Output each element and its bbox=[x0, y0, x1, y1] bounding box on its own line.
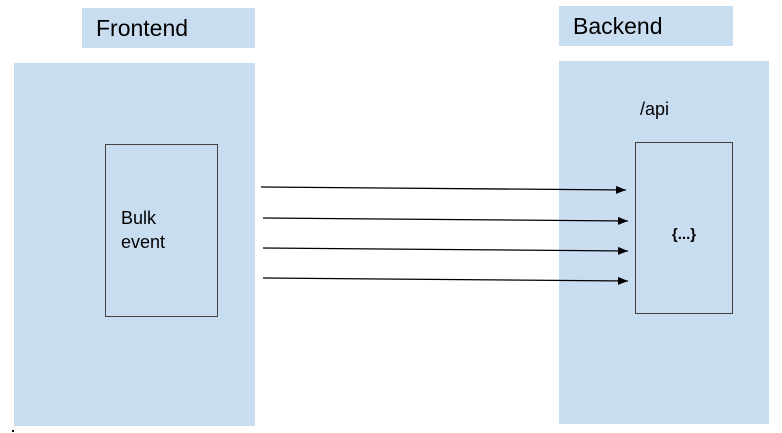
bulk-event-label: Bulk event bbox=[121, 206, 165, 254]
stray-dot bbox=[12, 430, 14, 432]
request-arrow-2 bbox=[262, 216, 629, 225]
api-path-label: /api bbox=[640, 99, 670, 119]
bulk-event-line2: event bbox=[121, 232, 166, 252]
api-handler-box bbox=[635, 142, 733, 314]
request-arrow-3 bbox=[262, 246, 629, 255]
api-handler-text: {...} bbox=[671, 226, 697, 243]
frontend-title: Frontend bbox=[82, 8, 255, 48]
frontend-title-text: Frontend bbox=[96, 14, 189, 41]
bulk-event-box bbox=[105, 144, 218, 317]
backend-panel bbox=[559, 61, 769, 424]
request-arrow-4 bbox=[262, 276, 629, 285]
backend-title: Backend bbox=[559, 6, 733, 46]
frontend-panel bbox=[14, 63, 255, 426]
request-arrow-1 bbox=[260, 185, 627, 194]
bulk-event-line1: Bulk bbox=[121, 208, 157, 228]
backend-title-text: Backend bbox=[573, 12, 663, 39]
